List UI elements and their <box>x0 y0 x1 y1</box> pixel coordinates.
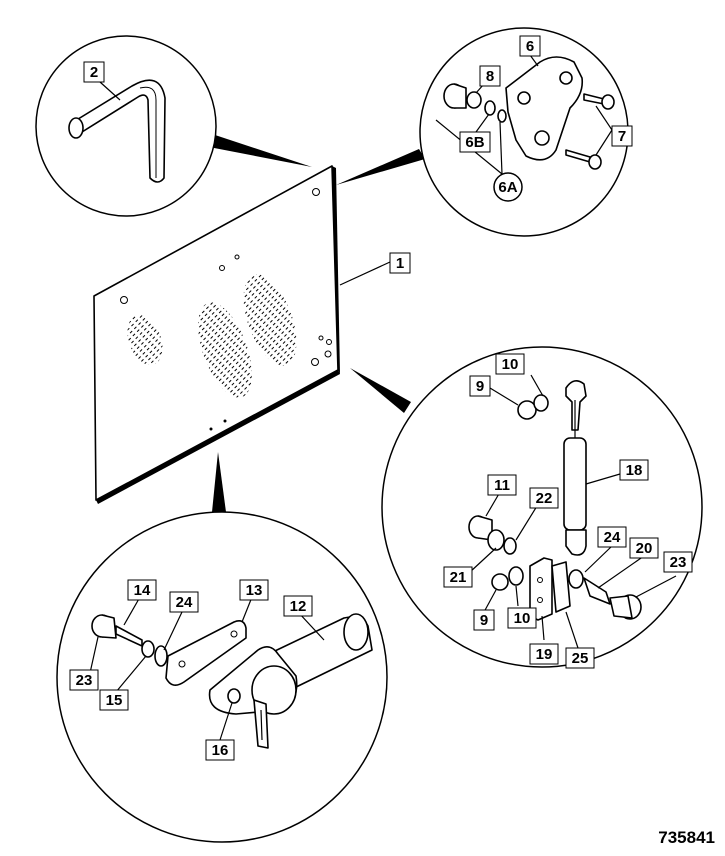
callout-10b: 10 <box>507 607 537 629</box>
svg-text:20: 20 <box>636 540 653 557</box>
svg-text:16: 16 <box>212 742 229 759</box>
svg-text:11: 11 <box>494 477 510 494</box>
svg-text:23: 23 <box>670 554 687 571</box>
callout-labels: 1 2 6 8 6B 7 6A 10 9 18 11 22 24 20 23 2… <box>69 35 693 761</box>
detail-circle-hose <box>35 35 217 217</box>
callout-21: 21 <box>443 566 473 588</box>
callout-23a: 23 <box>69 669 99 691</box>
callout-11: 11 <box>487 474 517 496</box>
callout-2: 2 <box>83 61 105 83</box>
callout-7: 7 <box>611 125 633 147</box>
svg-text:10: 10 <box>514 610 531 627</box>
svg-text:6B: 6B <box>465 134 484 151</box>
detail-circle-bracket <box>419 27 629 237</box>
callout-18: 18 <box>619 459 649 481</box>
svg-text:14: 14 <box>134 582 151 599</box>
svg-text:6: 6 <box>526 38 534 55</box>
svg-text:19: 19 <box>536 646 553 663</box>
callout-13: 13 <box>239 579 269 601</box>
svg-text:9: 9 <box>476 378 484 395</box>
svg-text:6A: 6A <box>498 179 517 196</box>
callout-12: 12 <box>283 595 313 617</box>
callout-23b: 23 <box>663 551 693 573</box>
svg-text:22: 22 <box>536 490 553 507</box>
svg-text:8: 8 <box>486 68 494 85</box>
svg-text:1: 1 <box>396 255 404 272</box>
callout-14: 14 <box>127 579 157 601</box>
callout-19: 19 <box>529 643 559 665</box>
svg-text:21: 21 <box>450 569 467 586</box>
svg-text:24: 24 <box>604 529 621 546</box>
callout-6b: 6B <box>459 131 491 153</box>
callout-1: 1 <box>389 252 411 274</box>
svg-text:7: 7 <box>618 128 626 145</box>
svg-text:10: 10 <box>502 356 519 373</box>
callout-16: 16 <box>205 739 235 761</box>
callout-24a: 24 <box>169 591 199 613</box>
callout-6: 6 <box>519 35 541 57</box>
svg-text:15: 15 <box>106 692 123 709</box>
svg-text:18: 18 <box>626 462 643 479</box>
callout-10a: 10 <box>495 353 525 375</box>
detail-pointers <box>209 135 425 512</box>
svg-text:23: 23 <box>76 672 93 689</box>
svg-text:25: 25 <box>572 650 589 667</box>
callout-25: 25 <box>565 647 595 669</box>
callout-6a: 6A <box>493 172 523 202</box>
svg-text:13: 13 <box>246 582 263 599</box>
callout-15: 15 <box>99 689 129 711</box>
svg-text:12: 12 <box>290 598 307 615</box>
callout-9b: 9 <box>473 609 495 631</box>
svg-text:24: 24 <box>176 594 193 611</box>
callout-24b: 24 <box>597 526 627 548</box>
svg-text:2: 2 <box>90 64 98 81</box>
callout-9a: 9 <box>469 375 491 397</box>
svg-text:9: 9 <box>480 612 488 629</box>
callout-8: 8 <box>479 65 501 87</box>
plate-part-1 <box>93 165 340 504</box>
callout-20: 20 <box>629 537 659 559</box>
reference-number: 735841 <box>658 828 715 847</box>
callout-22: 22 <box>529 487 559 509</box>
detail-circle-handle <box>56 511 388 843</box>
